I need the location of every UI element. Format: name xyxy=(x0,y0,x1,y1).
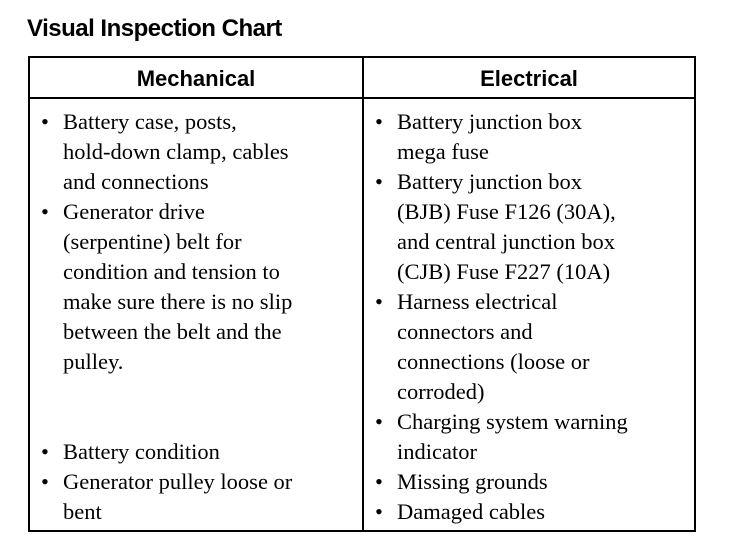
item-text-line: between the belt and the xyxy=(63,319,282,344)
list-item: • Battery junction box mega fuse xyxy=(372,107,688,167)
item-text-line: Generator drive xyxy=(63,199,205,224)
mechanical-column-header: Mechanical xyxy=(136,66,256,91)
item-text-line: condition and tension to xyxy=(63,259,280,284)
list-item: • Generator pulley loose or bent xyxy=(38,467,354,527)
mechanical-list: • Battery case, posts, hold-down clamp, … xyxy=(38,107,354,377)
item-text-line: Charging system warning xyxy=(397,409,628,434)
item-text-line: Generator pulley loose or xyxy=(63,469,293,494)
item-text-line: and central junction box xyxy=(397,229,616,254)
item-text-line: Missing grounds xyxy=(397,469,548,494)
list-item: • Generator drive (serpentine) belt for … xyxy=(38,197,354,377)
item-text-line: connections (loose or xyxy=(397,349,590,374)
list-item: • Damaged cables xyxy=(372,497,688,527)
item-text-line: mega fuse xyxy=(397,139,489,164)
bullet-icon: • xyxy=(375,409,383,434)
bullet-icon: • xyxy=(41,109,49,134)
bullet-icon: • xyxy=(41,469,49,494)
item-text-line: corroded) xyxy=(397,379,485,404)
bullet-icon: • xyxy=(375,289,383,314)
list-item: • Battery case, posts, hold-down clamp, … xyxy=(38,107,354,197)
list-gap xyxy=(38,377,354,437)
item-text-line: Battery junction box xyxy=(397,169,582,194)
item-text-line: Battery case, posts, xyxy=(63,109,237,134)
electrical-list: • Battery junction box mega fuse • Batte… xyxy=(372,107,688,527)
chart-title: Visual Inspection Chart xyxy=(27,15,282,42)
bullet-icon: • xyxy=(41,439,49,464)
item-text-line: Battery condition xyxy=(63,439,220,464)
list-item: • Harness electrical connectors and conn… xyxy=(372,287,688,407)
list-item: • Missing grounds xyxy=(372,467,688,497)
item-text-line: (serpentine) belt for xyxy=(63,229,242,254)
bullet-icon: • xyxy=(375,499,383,524)
item-text-line: (BJB) Fuse F126 (30A), xyxy=(397,199,616,224)
bullet-icon: • xyxy=(41,199,49,224)
list-item: • Battery condition xyxy=(38,437,354,467)
item-text-line: (CJB) Fuse F227 (10A) xyxy=(397,259,611,284)
item-text-line: connectors and xyxy=(397,319,533,344)
bullet-icon: • xyxy=(375,169,383,194)
electrical-column-header: Electrical xyxy=(480,66,578,91)
column-divider xyxy=(362,58,364,530)
bullet-icon: • xyxy=(375,109,383,134)
bullet-icon: • xyxy=(375,469,383,494)
item-text-line: bent xyxy=(63,499,102,524)
mechanical-column: • Battery case, posts, hold-down clamp, … xyxy=(38,107,354,527)
item-text-line: Damaged cables xyxy=(397,499,546,524)
item-text-line: and connections xyxy=(63,169,209,194)
item-text-line: indicator xyxy=(397,439,477,464)
list-item: • Battery junction box (BJB) Fuse F126 (… xyxy=(372,167,688,287)
item-text-line: pulley. xyxy=(63,349,124,374)
item-text-line: hold-down clamp, cables xyxy=(63,139,289,164)
inspection-table: Mechanical Electrical • Battery case, po… xyxy=(28,56,696,532)
item-text-line: make sure there is no slip xyxy=(63,289,293,314)
list-item: • Charging system warning indicator xyxy=(372,407,688,467)
item-text-line: Harness electrical xyxy=(397,289,558,314)
electrical-column: • Battery junction box mega fuse • Batte… xyxy=(372,107,688,527)
item-text-line: Battery junction box xyxy=(397,109,582,134)
mechanical-list-lower: • Battery condition • Generator pulley l… xyxy=(38,437,354,527)
